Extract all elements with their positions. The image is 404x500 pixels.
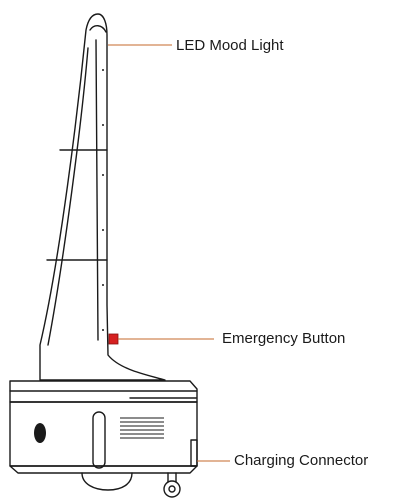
charging-connector: [190, 439, 198, 467]
tower-cap: [89, 25, 107, 33]
tower-edge-line: [47, 47, 89, 346]
tower-spine: [95, 39, 99, 341]
led-mood-light-label: LED Mood Light: [176, 37, 284, 54]
cabinet-oval: [34, 423, 46, 443]
charging-connector-label: Charging Connector: [234, 452, 369, 469]
base-shelf: [9, 380, 198, 403]
vent-grille: [120, 417, 164, 439]
robot-tower: [39, 13, 166, 381]
emergency-button-label: Emergency Button: [222, 330, 346, 347]
cabinet-handle: [92, 411, 106, 469]
base-skirt: [9, 465, 198, 474]
rear-caster: [163, 480, 181, 498]
spine-dots: [102, 69, 104, 331]
rear-caster-hub: [168, 485, 176, 493]
emergency-button: [108, 333, 119, 345]
front-wheel: [81, 472, 133, 491]
